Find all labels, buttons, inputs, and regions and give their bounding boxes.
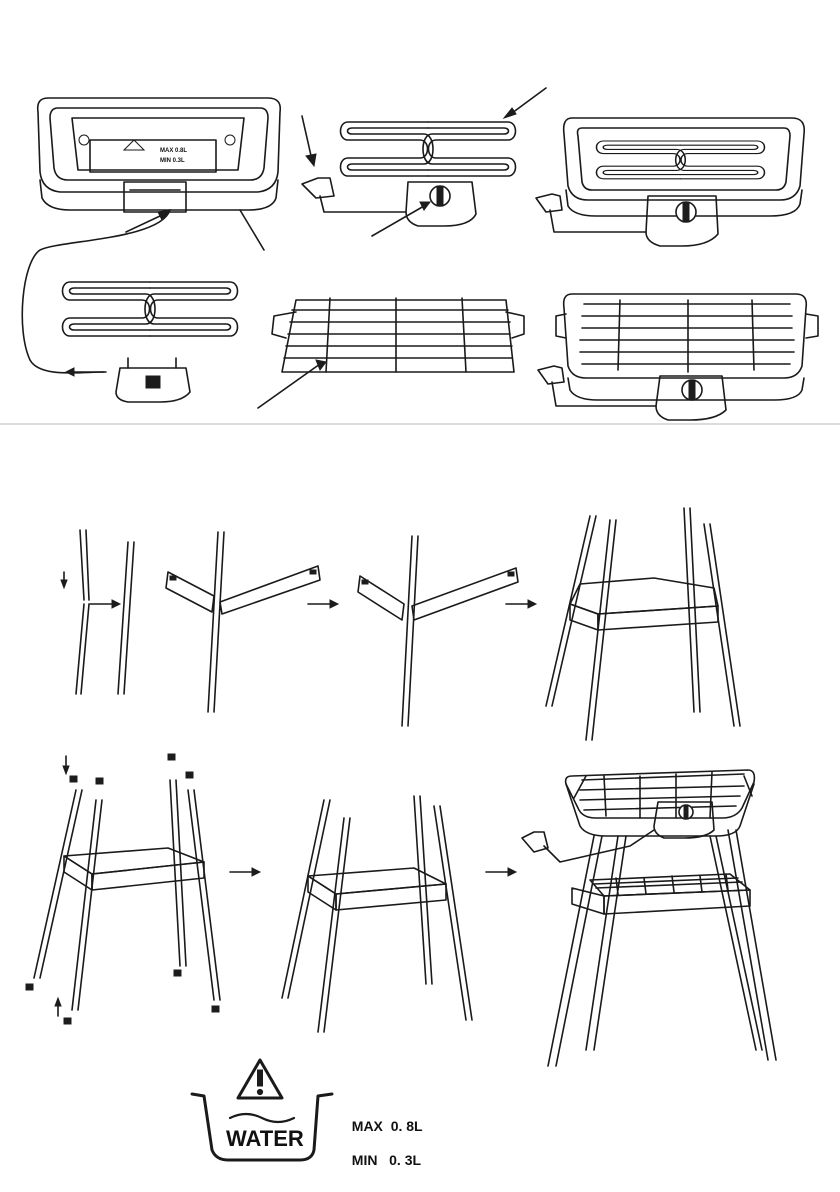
max-label: MAX	[352, 1118, 383, 1134]
water-level-symbol: WATER	[192, 1060, 332, 1160]
stand-step-frame	[546, 508, 740, 740]
assembled-grill-on-stand	[522, 770, 776, 1066]
cooking-grid	[258, 298, 524, 408]
element-connector-box	[66, 358, 190, 402]
heating-element-with-thermostat	[341, 122, 516, 176]
stand-step-panels-joined	[358, 536, 536, 726]
min-value: 0. 3L	[389, 1152, 421, 1168]
drip-tray-min-label: MIN 0.3L	[160, 158, 185, 164]
stand-step-caps	[26, 754, 260, 1024]
max-value: 0. 8L	[391, 1118, 423, 1134]
drip-tray-max-label: MAX 0.8L	[160, 148, 187, 154]
assembled-grill-top	[536, 118, 804, 246]
min-level-label: MIN 0. 3L	[344, 1136, 421, 1168]
water-word: WATER	[226, 1126, 304, 1151]
assembled-grill-with-grid	[538, 294, 818, 420]
max-level-label: MAX 0. 8L	[344, 1102, 423, 1134]
stand-step-leg-join	[61, 530, 134, 694]
min-label: MIN	[352, 1152, 378, 1168]
stand-step-complete-frame	[282, 796, 516, 1032]
warning-triangle-icon	[238, 1060, 282, 1098]
stand-step-side-panels	[166, 532, 338, 712]
drip-tray-bowl: MAX 0.8L MIN 0.3L	[38, 98, 281, 212]
heating-element-left	[63, 282, 238, 336]
thermostat-probe-box	[302, 88, 546, 236]
cord-curve-left	[22, 210, 264, 373]
